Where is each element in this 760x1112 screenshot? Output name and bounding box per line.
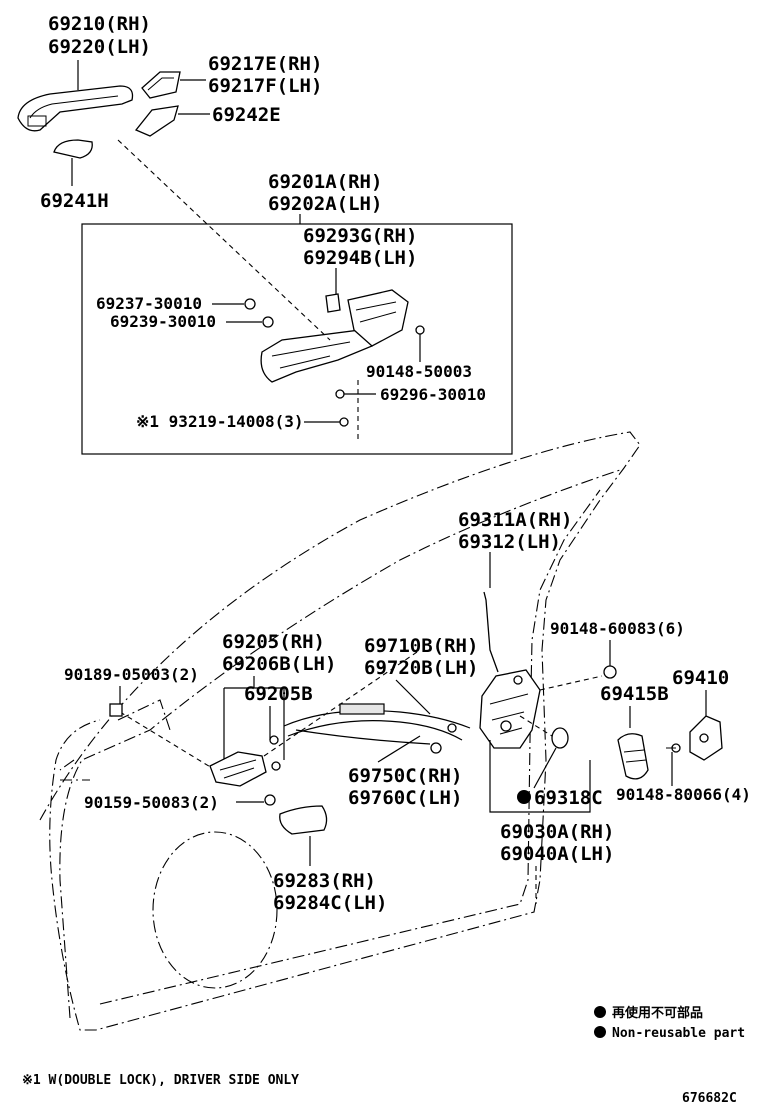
label-69239[interactable]: 69239-30010	[110, 312, 216, 331]
legend-jp: 再使用不可部品	[612, 1005, 703, 1021]
clip-90189	[109, 703, 123, 717]
leader-69710B	[395, 679, 431, 715]
label-69296[interactable]: 69296-30010	[380, 385, 486, 404]
label-69206B[interactable]: 69206B(LH)	[222, 653, 336, 675]
label-90189[interactable]: 90189-05003(2)	[64, 665, 199, 684]
label-69283[interactable]: 69283(RH)	[273, 870, 376, 892]
label-69750C[interactable]: 69750C(RH)	[348, 765, 462, 787]
label-69210[interactable]: 69210(RH)	[48, 13, 151, 35]
label-90148-80066[interactable]: 90148-80066(4)	[616, 785, 751, 804]
label-69720B[interactable]: 69720B(LH)	[364, 657, 478, 679]
non-reusable-marker	[517, 790, 531, 804]
handle-cover	[141, 71, 181, 99]
leader-69318C	[533, 747, 557, 789]
label-69311A[interactable]: 69311A(RH)	[458, 509, 572, 531]
outer-door-handle	[17, 85, 134, 132]
label-69237[interactable]: 69237-30010	[96, 294, 202, 313]
label-69202A[interactable]: 69202A(LH)	[268, 193, 382, 215]
label-69415B[interactable]: 69415B	[600, 683, 669, 705]
legend-dot-en	[594, 1026, 606, 1038]
seal-69318C	[551, 727, 569, 749]
label-69241H[interactable]: 69241H	[40, 190, 109, 212]
striker-cover-69415B	[617, 733, 649, 780]
label-90148-60083[interactable]: 90148-60083(6)	[550, 619, 685, 638]
label-69760C[interactable]: 69760C(LH)	[348, 787, 462, 809]
inside-handle	[209, 735, 281, 787]
frame-box	[81, 223, 513, 455]
label-69710B[interactable]: 69710B(RH)	[364, 635, 478, 657]
leader-69030A	[489, 740, 591, 813]
screw-90148-60083	[603, 665, 617, 679]
label-69318C[interactable]: 69318C	[534, 787, 603, 809]
dashed-link-seal	[519, 715, 553, 737]
legend-en: Non-reusable part	[612, 1026, 745, 1041]
dashed-link-cable	[263, 649, 421, 757]
handle-pad	[134, 105, 179, 137]
handle-frame-assembly	[244, 289, 425, 427]
label-69284C[interactable]: 69284C(LH)	[273, 892, 387, 914]
dashed-link-screws	[539, 675, 603, 691]
label-69205[interactable]: 69205(RH)	[222, 631, 325, 653]
door-lock-assembly	[479, 669, 541, 749]
label-69294B[interactable]: 69294B(LH)	[303, 247, 417, 269]
leader-69750C	[377, 735, 421, 763]
leader-69205	[223, 676, 285, 760]
inside-handle-bezel	[279, 805, 328, 835]
dashed-link-inside	[119, 711, 213, 769]
screw-90159	[264, 794, 276, 806]
cable-assembly	[283, 703, 471, 754]
legend-dot-jp	[594, 1006, 606, 1018]
label-69040A[interactable]: 69040A(LH)	[500, 843, 614, 865]
label-69242E[interactable]: 69242E	[212, 104, 281, 126]
diagram-id: 676682C	[682, 1091, 737, 1106]
label-69201A[interactable]: 69201A(RH)	[268, 171, 382, 193]
dashed-link-handle	[117, 139, 331, 341]
label-69312[interactable]: 69312(LH)	[458, 531, 561, 553]
lock-rod	[483, 591, 499, 673]
door-striker-69410	[666, 715, 723, 761]
label-69030A[interactable]: 69030A(RH)	[500, 821, 614, 843]
label-90159[interactable]: 90159-50083(2)	[84, 793, 219, 812]
label-69220[interactable]: 69220(LH)	[48, 36, 151, 58]
label-93219[interactable]: ※1 93219-14008(3)	[136, 412, 304, 431]
label-90148-50003[interactable]: 90148-50003	[366, 362, 472, 381]
label-69293G[interactable]: 69293G(RH)	[303, 225, 417, 247]
label-69410[interactable]: 69410	[672, 667, 729, 689]
footnote: ※1 W(DOUBLE LOCK), DRIVER SIDE ONLY	[22, 1073, 299, 1088]
label-69217E[interactable]: 69217E(RH)	[208, 53, 322, 75]
label-69217F[interactable]: 69217F(LH)	[208, 75, 322, 97]
handle-pad-rear	[53, 139, 93, 159]
